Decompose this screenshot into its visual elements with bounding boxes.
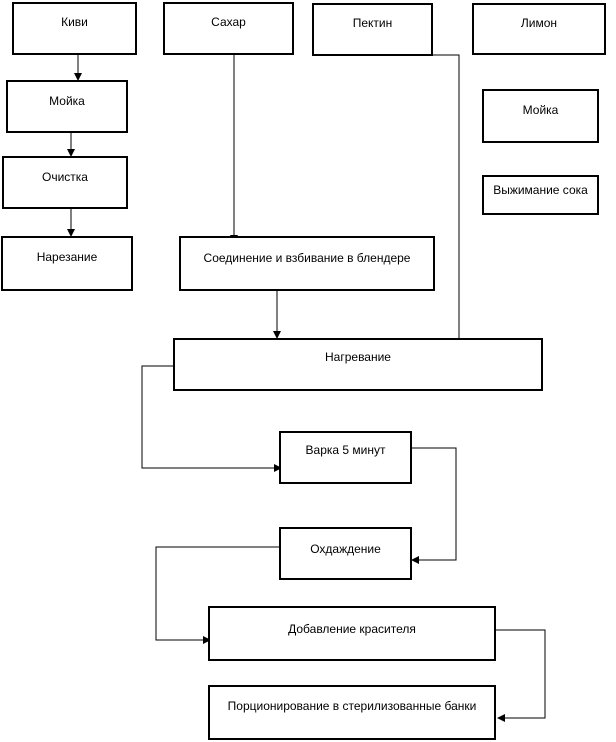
- node-portion: Порционирование в стерилизованные банки: [208, 685, 496, 740]
- node-label: Добавление красителя: [288, 622, 416, 636]
- node-wash-lemon: Мойка: [482, 89, 599, 143]
- edge-boil-to-cool: [411, 447, 457, 564]
- node-label: Выжимание сока: [493, 183, 588, 197]
- edge-cool-to-dye: [155, 546, 279, 644]
- node-wash-kiwi: Мойка: [6, 80, 128, 133]
- node-cool: Охдаждение: [279, 527, 412, 580]
- node-sugar: Сахар: [163, 2, 294, 55]
- node-squeeze: Выжимание сока: [482, 175, 599, 215]
- node-label: Соединение и взбивание в блендере: [203, 251, 411, 265]
- edge-dye-to-portion: [496, 629, 546, 722]
- node-peel: Очистка: [2, 156, 128, 209]
- node-label: Мойка: [522, 103, 559, 117]
- node-label: Сахар: [211, 15, 246, 29]
- node-heat: Нагревание: [173, 338, 543, 391]
- node-lemon: Лимон: [472, 3, 606, 55]
- node-label: Мойка: [49, 94, 85, 108]
- node-label: Охдаждение: [310, 542, 381, 556]
- node-label: Нарезание: [36, 250, 98, 264]
- node-dye: Добавление красителя: [208, 606, 496, 661]
- node-label: Пектин: [352, 16, 393, 30]
- node-label: Киви: [61, 15, 88, 29]
- node-blend: Соединение и взбивание в блендере: [179, 236, 435, 291]
- node-boil: Варка 5 минут: [279, 431, 412, 484]
- edge-heat-to-boil: [141, 365, 282, 472]
- edge-pectin-to-heat: [432, 54, 463, 349]
- node-pectin: Пектин: [312, 3, 433, 56]
- node-label: Варка 5 минут: [305, 443, 386, 457]
- node-label: Очистка: [42, 170, 88, 184]
- node-label: Лимон: [520, 16, 558, 30]
- node-cut: Нарезание: [1, 236, 133, 291]
- node-label: Порционирование в стерилизованные банки: [227, 699, 477, 713]
- node-label: Нагревание: [325, 350, 391, 364]
- node-kiwi: Киви: [12, 2, 137, 55]
